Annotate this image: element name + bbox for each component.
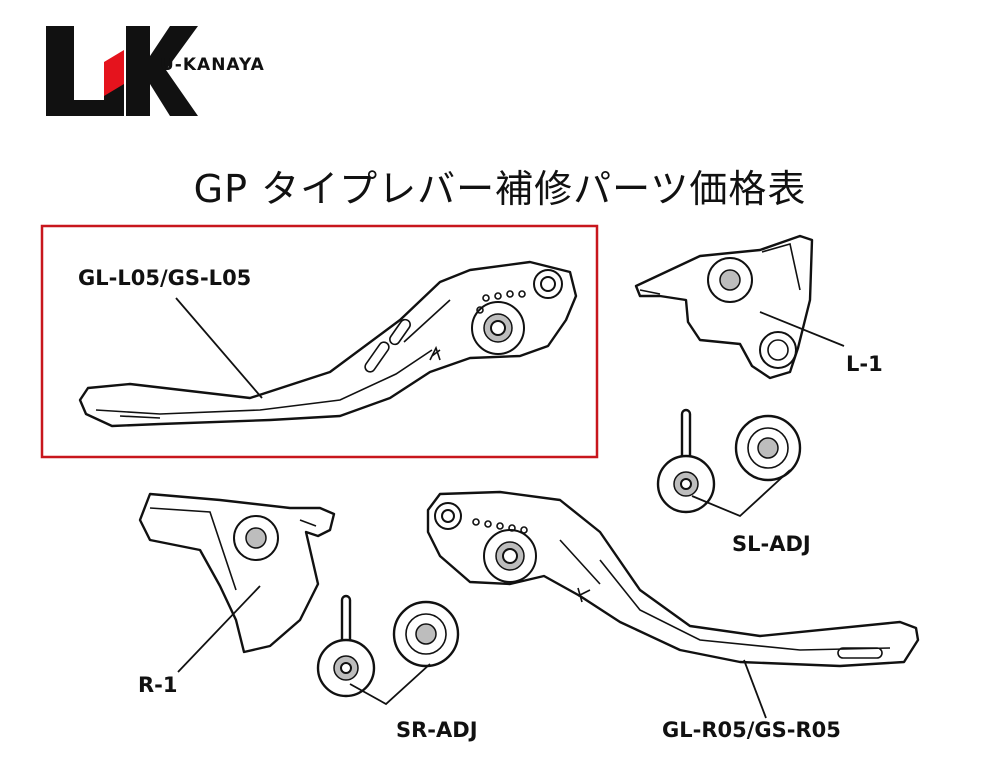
label-r1: R-1 — [138, 673, 178, 697]
adjuster-sl-adj-drawing — [656, 408, 802, 514]
highlight-frame — [40, 224, 599, 459]
label-sr-adj: SR-ADJ — [396, 718, 478, 742]
leader-r1 — [177, 585, 261, 673]
adjuster-sr-adj-drawing — [316, 594, 460, 698]
label-gl-r05: GL-R05/GS-R05 — [662, 718, 841, 742]
brand-name: U-KANAYA — [160, 55, 265, 75]
lever-gl-r05-drawing — [426, 490, 920, 668]
label-gl-l05: GL-L05/GS-L05 — [78, 266, 252, 290]
bracket-r1-drawing — [138, 492, 336, 654]
bracket-l1-drawing — [634, 234, 814, 380]
logo-letter-k — [126, 26, 198, 116]
logo-letter-u — [46, 26, 124, 116]
leader-gl-r05 — [743, 659, 767, 719]
lever-gl-l05-drawing — [78, 260, 578, 428]
leader-gl-l05 — [175, 297, 263, 399]
leader-sr-adj — [349, 663, 431, 706]
u-kanaya-logo — [46, 26, 198, 116]
page-title: GP タイプレバー補修パーツ価格表 — [193, 167, 807, 211]
logo-red-accent — [104, 50, 124, 96]
label-l1: L-1 — [846, 352, 883, 376]
label-sl-adj: SL-ADJ — [732, 532, 811, 556]
leader-l1 — [759, 311, 845, 347]
leader-sl-adj — [691, 469, 791, 518]
